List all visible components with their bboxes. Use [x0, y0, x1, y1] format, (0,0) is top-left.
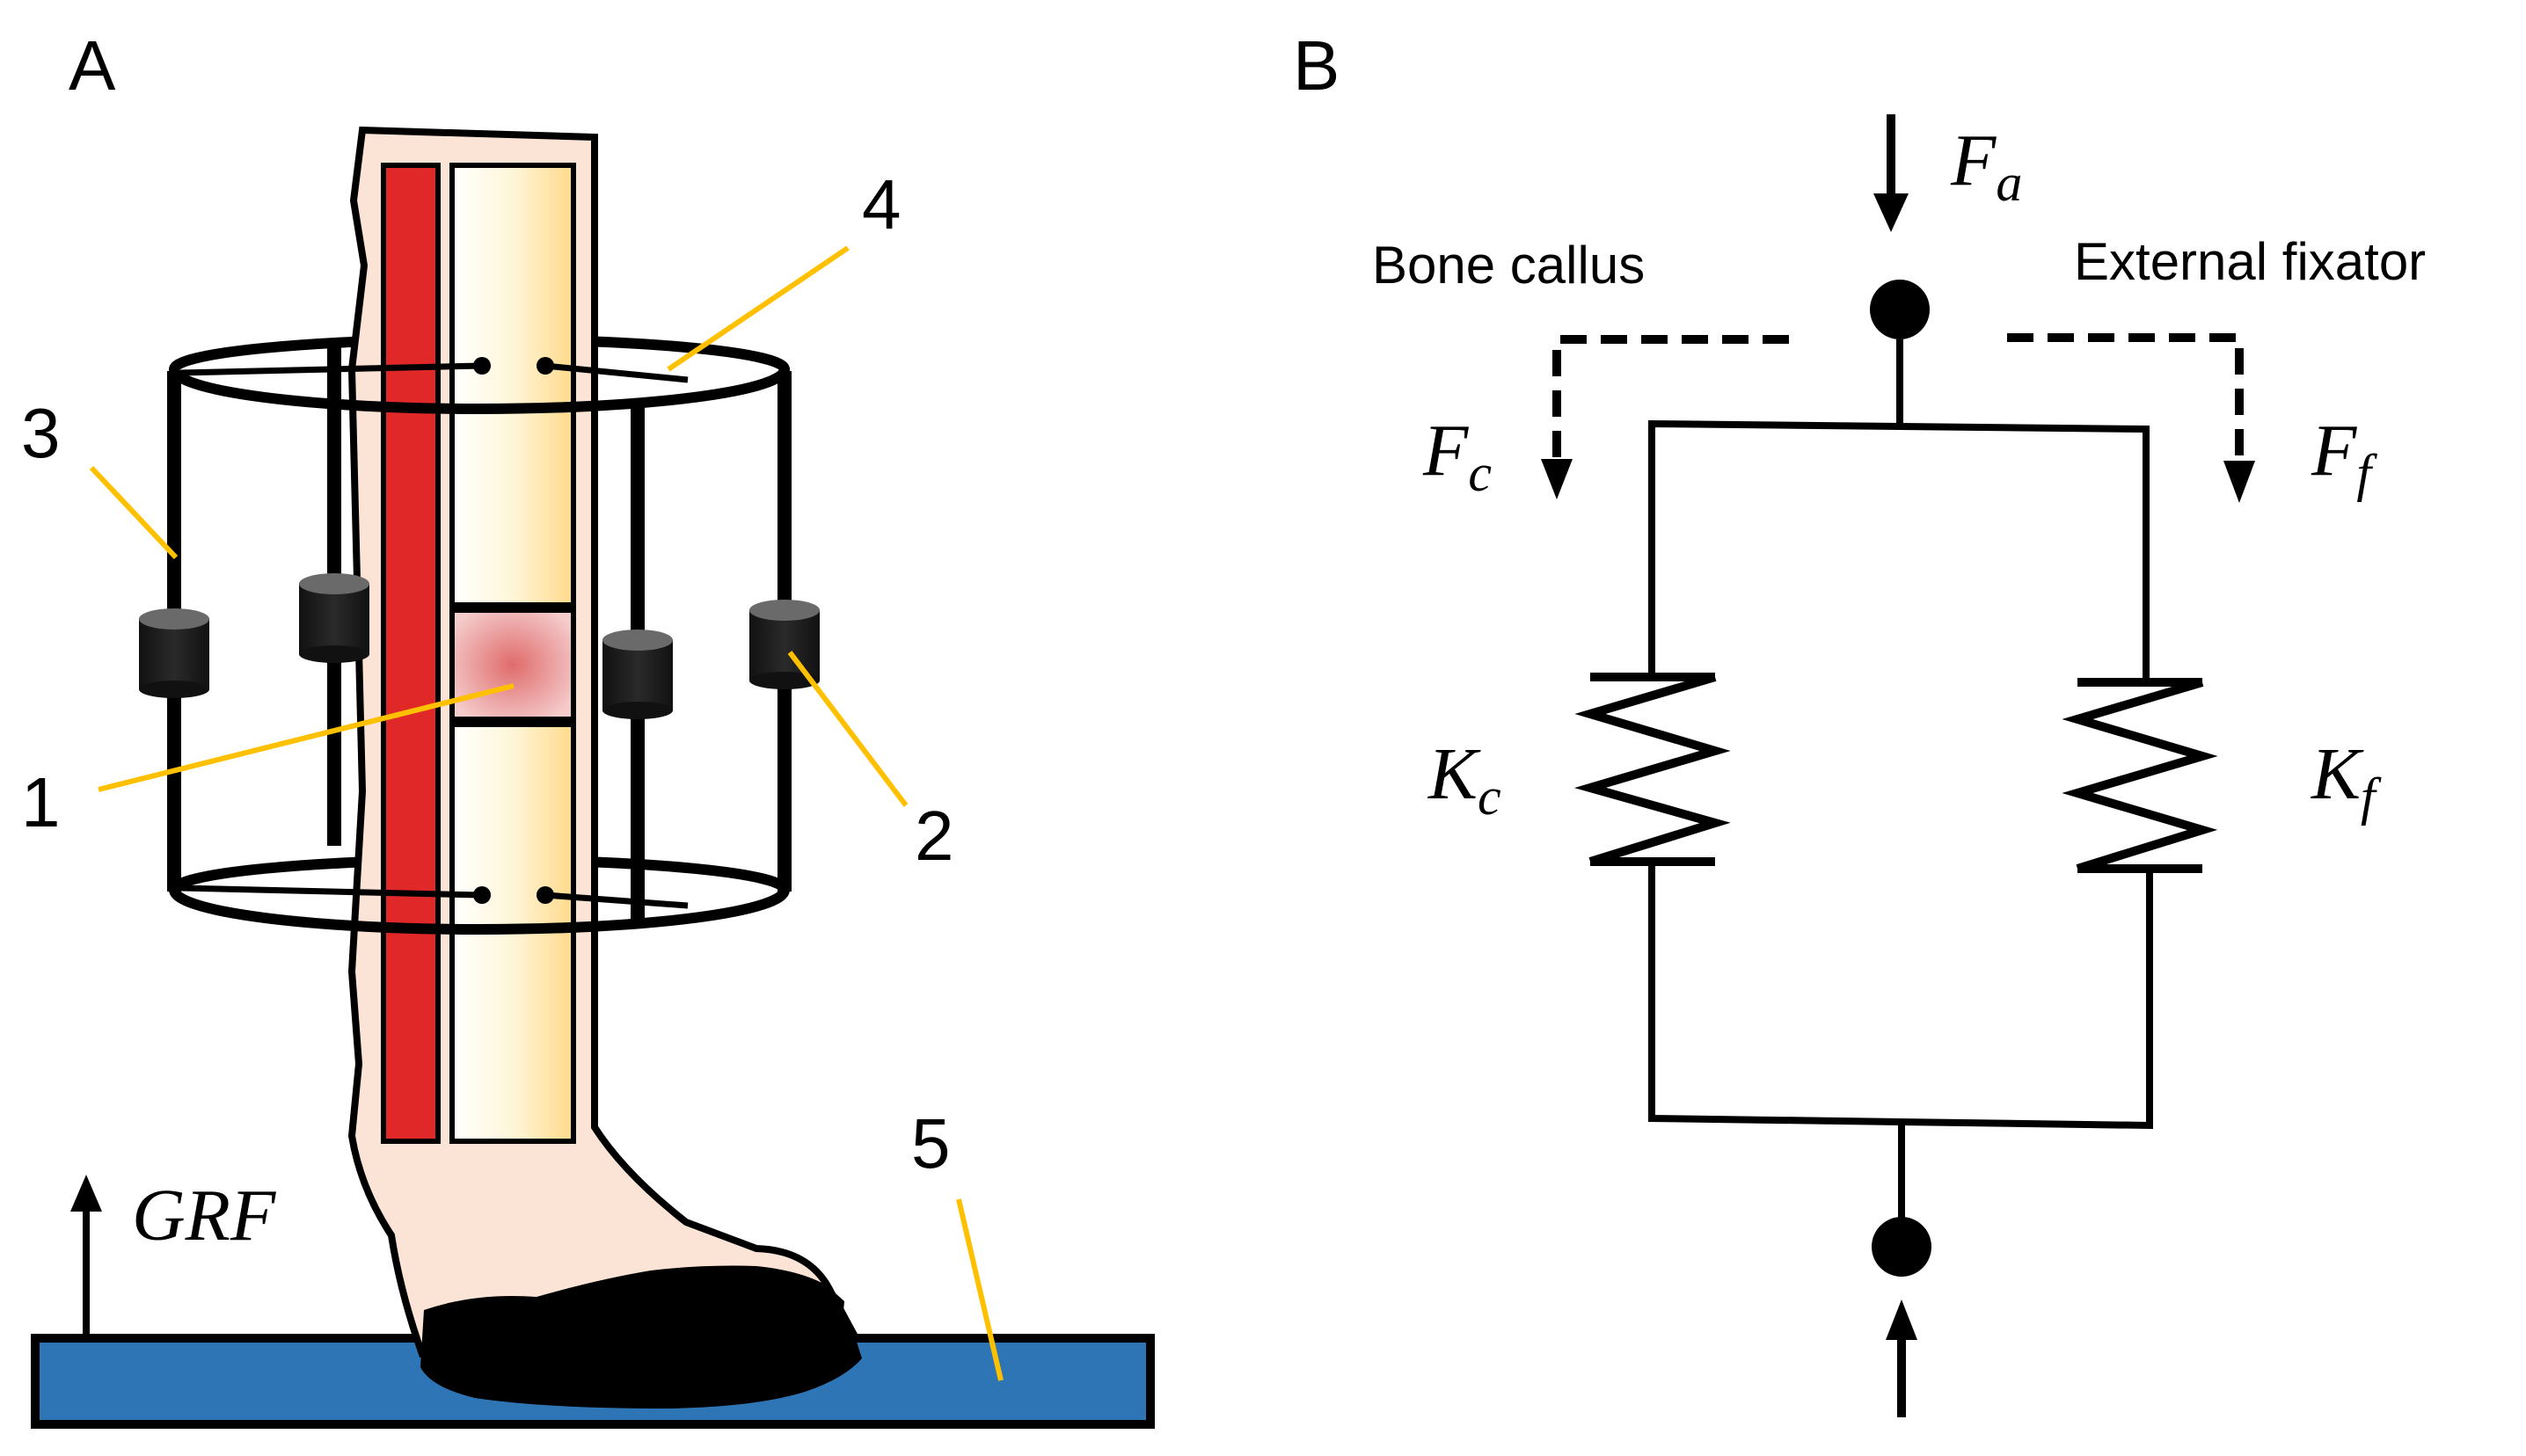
- callus-force-arrowhead: [1541, 459, 1573, 499]
- callout-leaders: [89, 245, 1004, 1381]
- panel-a: A GRF: [21, 26, 1155, 1429]
- fibula: [381, 163, 441, 1144]
- spring-callus-label: Kc: [1427, 733, 1501, 826]
- tibia-upper: [449, 163, 576, 608]
- reaction-force-arrow: [1886, 1299, 1917, 1417]
- applied-force-arrow: [1873, 114, 1909, 232]
- bottom-node: [1872, 1217, 1931, 1277]
- pin-entry-dots: [473, 357, 554, 904]
- bone-callus-label: Bone callus: [1372, 236, 1645, 295]
- actuator-cylinder-back-left: [299, 573, 369, 663]
- grf-arrow: [70, 1175, 102, 1338]
- force-fixator-label: Ff: [2311, 410, 2377, 502]
- callout-1: 1: [21, 763, 61, 841]
- spring-fixator-label: Kf: [2311, 733, 2382, 826]
- fixator-force-arrowhead: [2223, 461, 2255, 503]
- top-node: [1870, 280, 1930, 339]
- panel-b-label: B: [1293, 26, 1340, 105]
- panel-b: B Fa Bone callus External fixator Fc Ff: [1293, 26, 2426, 1417]
- fixation-pins: [179, 362, 689, 909]
- foot-shoe: [420, 1265, 862, 1409]
- fixator-spring: [2062, 678, 2218, 873]
- spring-circuit: [1648, 419, 2153, 1130]
- bone-callus-region: [449, 608, 576, 722]
- panel-a-label: A: [69, 26, 116, 105]
- callout-3: 3: [21, 394, 61, 472]
- force-callus-label: Fc: [1422, 410, 1492, 502]
- force-applied-label: Fa: [1950, 120, 2022, 212]
- actuator-cylinder-back-right: [602, 630, 673, 719]
- callout-5: 5: [911, 1104, 951, 1183]
- actuator-cylinder-right: [749, 600, 820, 689]
- callout-2: 2: [915, 797, 954, 875]
- external-fixator-label: External fixator: [2074, 232, 2426, 291]
- grf-label: GRF: [132, 1175, 277, 1256]
- ring-front-parts: [169, 368, 790, 935]
- callus-spring: [1573, 673, 1731, 866]
- callout-4: 4: [862, 165, 902, 244]
- actuator-cylinder-left: [139, 608, 209, 698]
